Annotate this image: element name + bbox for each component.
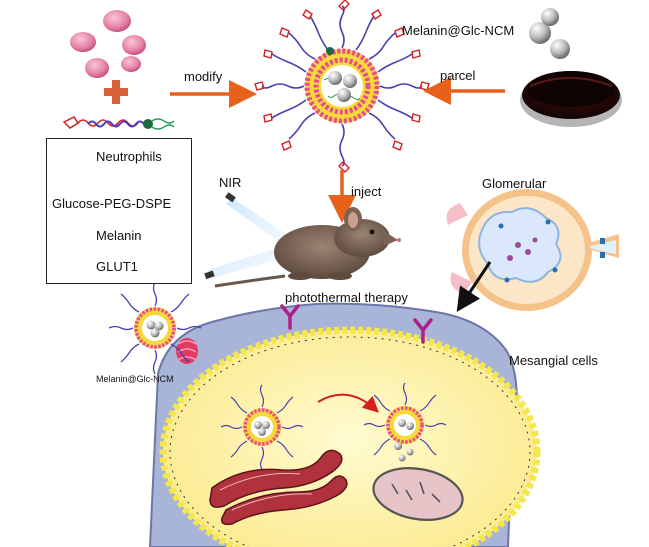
- glomerulus-icon: [446, 189, 619, 311]
- mitochondrion-icon: [372, 467, 464, 521]
- glut1-receptor-icon: [280, 304, 433, 344]
- label-photothermal-therapy: photothermal therapy: [285, 290, 408, 305]
- legend-box: [46, 138, 192, 284]
- label-mesangial-cells: Mesangial cells: [509, 353, 598, 368]
- label-product-side: Melanin@Glc-NCM: [96, 374, 174, 384]
- mesangial-cell: [148, 302, 541, 547]
- legend-label-glut1: GLUT1: [96, 259, 138, 274]
- label-inject: inject: [351, 184, 382, 199]
- nanoparticle-top: [254, 0, 430, 173]
- neutrophil-icon: [122, 35, 146, 55]
- neutrophil-group: [70, 10, 146, 78]
- legend-label-glucose-peg-dspe: Glucose-PEG-DSPE: [52, 196, 172, 211]
- neutrophil-icon: [70, 32, 96, 52]
- nanoparticle-side: [108, 281, 202, 375]
- label-parcel: parcel: [440, 68, 476, 83]
- zoom-arrow: [456, 261, 492, 312]
- label-glomerular: Glomerular: [482, 176, 547, 191]
- legend-label-melanin: Melanin: [96, 228, 142, 243]
- glucose-peg-dspe-icon: [62, 116, 175, 130]
- endoplasmic-reticulum-icon: [209, 449, 348, 526]
- neutrophil-icon: [103, 10, 131, 32]
- release-arrow: [317, 393, 379, 413]
- neutrophil-icon: [85, 58, 109, 78]
- neutrophil-icon: [121, 56, 141, 72]
- released-melanin-particles: [394, 442, 414, 462]
- label-modify: modify: [184, 69, 223, 84]
- label-nir: NIR: [219, 175, 242, 190]
- plus-icon: [104, 80, 128, 104]
- nanoparticle-internal-2: [363, 382, 447, 456]
- nanoparticle-internal-1: [220, 384, 304, 470]
- legend-label-neutrophils: Neutrophils: [96, 149, 162, 164]
- melanin-dish-icon: [520, 8, 622, 127]
- label-product-top: Melanin@Glc-NCM: [402, 23, 515, 38]
- mouse-icon: [214, 207, 401, 288]
